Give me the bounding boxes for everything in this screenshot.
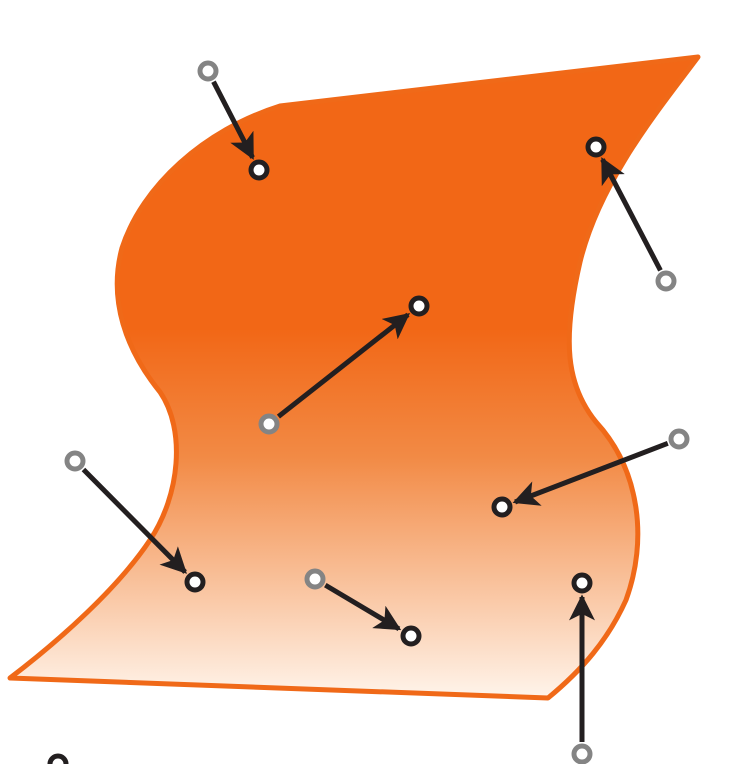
- target-point-icon: [408, 295, 430, 317]
- displacement-arrow: [324, 582, 402, 632]
- displacement-arrow: [81, 467, 187, 574]
- displacement-markers: [47, 60, 690, 764]
- target-point-icon: [248, 159, 270, 181]
- displacement-arrows: [81, 80, 669, 742]
- warped-sheet: [7, 54, 701, 701]
- target-point-icon: [400, 625, 422, 647]
- displacement-arrow: [276, 312, 411, 419]
- target-point-icon: [571, 572, 593, 594]
- target-point-icon: [47, 753, 69, 764]
- source-point-icon: [64, 450, 86, 472]
- displacement-arrow: [512, 440, 669, 506]
- target-point-icon: [585, 136, 607, 158]
- displacement-arrow: [211, 80, 255, 160]
- displacement-arrow: [600, 157, 663, 272]
- source-point-icon: [668, 428, 690, 450]
- source-point-icon: [197, 60, 219, 82]
- target-point-icon: [184, 571, 206, 593]
- source-point-icon: [655, 270, 677, 292]
- source-point-icon: [571, 743, 593, 764]
- target-point-icon: [491, 496, 513, 518]
- source-point-icon: [304, 568, 326, 590]
- source-point-icon: [258, 413, 280, 435]
